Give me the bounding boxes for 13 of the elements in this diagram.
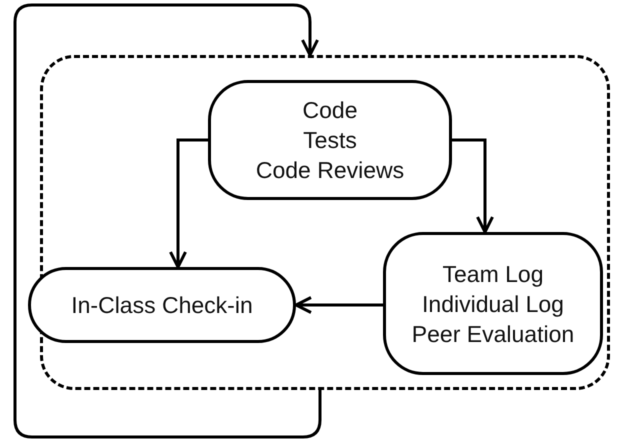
node-text: Team Log bbox=[442, 260, 544, 288]
node-text: In-Class Check-in bbox=[71, 291, 253, 320]
arrow bbox=[452, 138, 494, 234]
arrow bbox=[169, 138, 208, 268]
node-text: Individual Log bbox=[422, 290, 564, 318]
arrow bbox=[294, 296, 383, 314]
rounded-box bbox=[208, 80, 452, 200]
rounded-box bbox=[383, 232, 603, 375]
node-text: Tests bbox=[303, 126, 357, 155]
node-text: Code Reviews bbox=[256, 156, 404, 185]
node-text: Peer Evaluation bbox=[412, 320, 574, 348]
node-text: Code bbox=[302, 96, 358, 125]
arrow bbox=[14, 4, 322, 438]
